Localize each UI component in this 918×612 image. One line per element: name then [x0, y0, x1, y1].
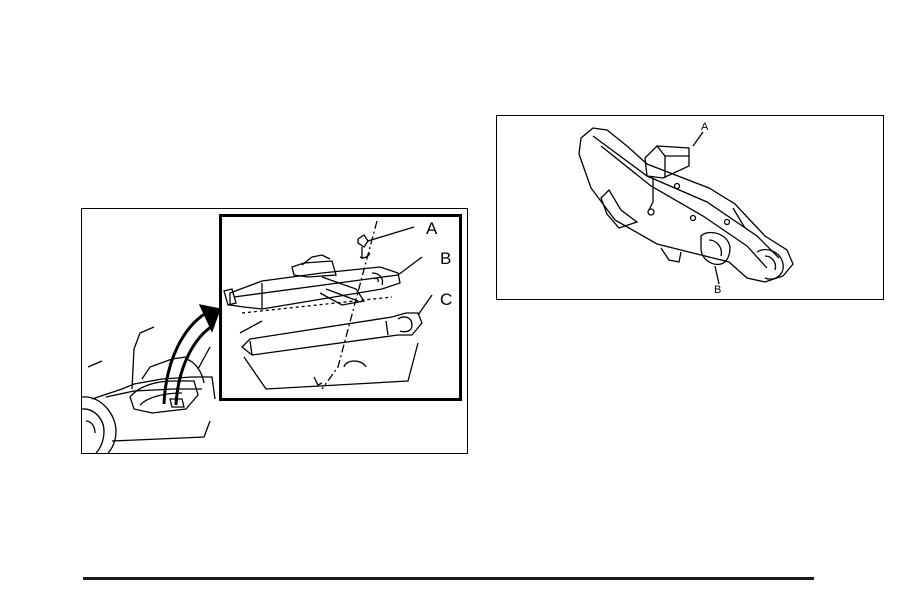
footer-rule — [83, 577, 814, 580]
jack-inset-frame: A B C — [219, 214, 462, 401]
jack-and-wrench-drawing — [222, 217, 459, 398]
jack-closeup-illustration: A B — [496, 115, 884, 300]
callout-b-label: B — [714, 285, 721, 296]
callout-b-label: B — [440, 250, 451, 267]
callout-a-label: A — [426, 220, 437, 237]
jack-stowage-illustration: A B C — [81, 208, 468, 454]
jack-closeup-drawing — [497, 116, 883, 299]
callout-c-label: C — [440, 291, 452, 308]
callout-a-label: A — [701, 122, 708, 133]
